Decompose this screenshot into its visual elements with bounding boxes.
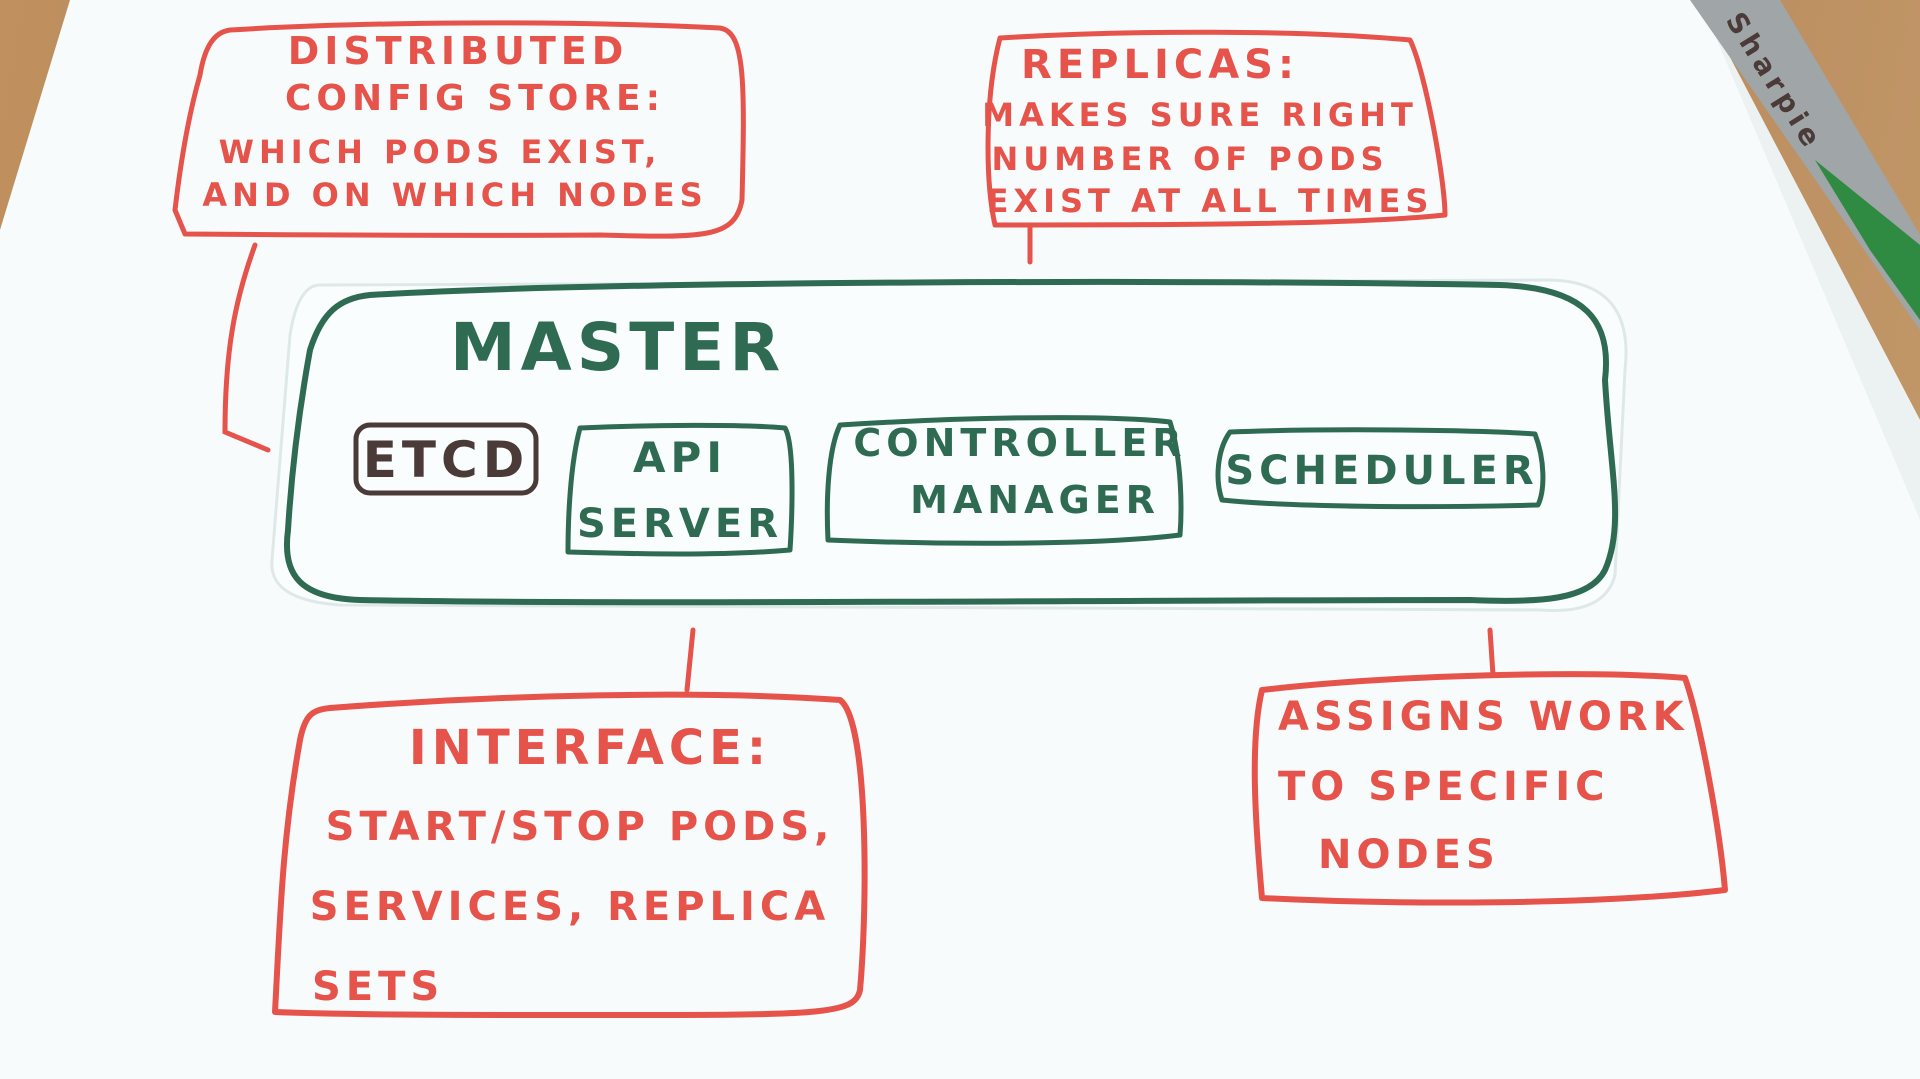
- api-server-label-line1: API: [633, 433, 727, 482]
- interface-note-box: [272, 691, 868, 1018]
- interface-line3: SETS: [312, 964, 444, 1010]
- replicas-note: REPLICAS: MAKES SURE RIGHT NUMBER OF POD…: [982, 29, 1448, 228]
- replicas-line3: EXIST AT ALL TIMES: [987, 182, 1434, 220]
- scheduler-note-line3: NODES: [1318, 832, 1500, 878]
- config-store-note-box: [172, 20, 746, 239]
- replicas-title: REPLICAS:: [1021, 42, 1299, 88]
- api-server-component: API SERVER: [565, 422, 795, 557]
- interface-line2: SERVICES, REPLICA: [310, 884, 831, 930]
- scheduler-note-line1: ASSIGNS WORK: [1278, 694, 1689, 740]
- controller-manager-label-line2: MANAGER: [910, 478, 1160, 522]
- config-store-line1: WHICH PODS EXIST,: [219, 133, 662, 171]
- scheduler-note-box: [1251, 671, 1728, 906]
- marker-cap: [1815, 160, 1920, 320]
- controller-manager-box: [824, 415, 1184, 546]
- config-store-title-line2: CONFIG STORE:: [285, 78, 665, 119]
- connector-config-store: [222, 242, 271, 453]
- interface-note: INTERFACE: START/STOP PODS, SERVICES, RE…: [272, 691, 868, 1018]
- scheduler-note-line2: TO SPECIFIC: [1278, 764, 1609, 810]
- api-server-label-line2: SERVER: [577, 501, 783, 547]
- paper-shadow-edge: [1700, 0, 1920, 520]
- scheduler-component: SCHEDULER: [1215, 427, 1546, 510]
- scheduler-box: [1215, 427, 1546, 510]
- interface-title: INTERFACE:: [409, 720, 771, 776]
- scheduler-label: SCHEDULER: [1225, 448, 1538, 494]
- etcd-box: [353, 422, 539, 496]
- etcd-component: ETCD: [353, 422, 539, 496]
- master-card: [270, 278, 1628, 613]
- master-box: [284, 279, 1619, 606]
- master-title: MASTER: [450, 309, 785, 386]
- config-store-title-line1: DISTRIBUTED: [288, 29, 629, 73]
- controller-manager-component: CONTROLLER MANAGER: [824, 415, 1186, 546]
- controller-manager-label-line1: CONTROLLER: [853, 421, 1186, 465]
- connector-interface: [684, 627, 696, 693]
- etcd-label: ETCD: [363, 431, 529, 489]
- replicas-line2: NUMBER OF PODS: [991, 140, 1388, 178]
- connector-scheduler-note: [1487, 627, 1496, 678]
- marker-body: [1690, 0, 1920, 330]
- replicas-line1: MAKES SURE RIGHT: [982, 96, 1418, 134]
- config-store-note: DISTRIBUTED CONFIG STORE: WHICH PODS EXI…: [172, 20, 746, 239]
- scheduler-note: ASSIGNS WORK TO SPECIFIC NODES: [1251, 671, 1728, 906]
- config-store-line2: AND ON WHICH NODES: [202, 176, 707, 214]
- replicas-note-box: [985, 29, 1448, 228]
- api-server-box: [565, 422, 795, 557]
- interface-line1: START/STOP PODS,: [326, 804, 835, 850]
